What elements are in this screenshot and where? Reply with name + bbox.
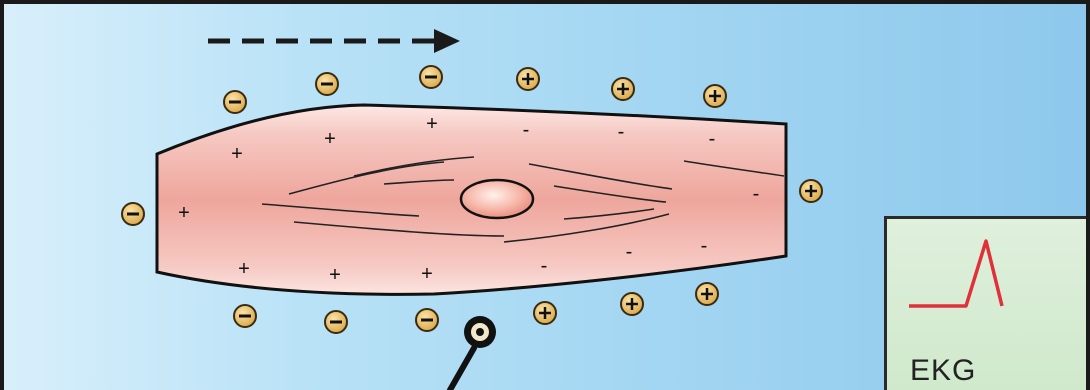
ekg-label: EKG bbox=[910, 354, 976, 388]
ekg-trace bbox=[909, 241, 1002, 306]
ekg-trace-layer bbox=[4, 4, 1090, 390]
